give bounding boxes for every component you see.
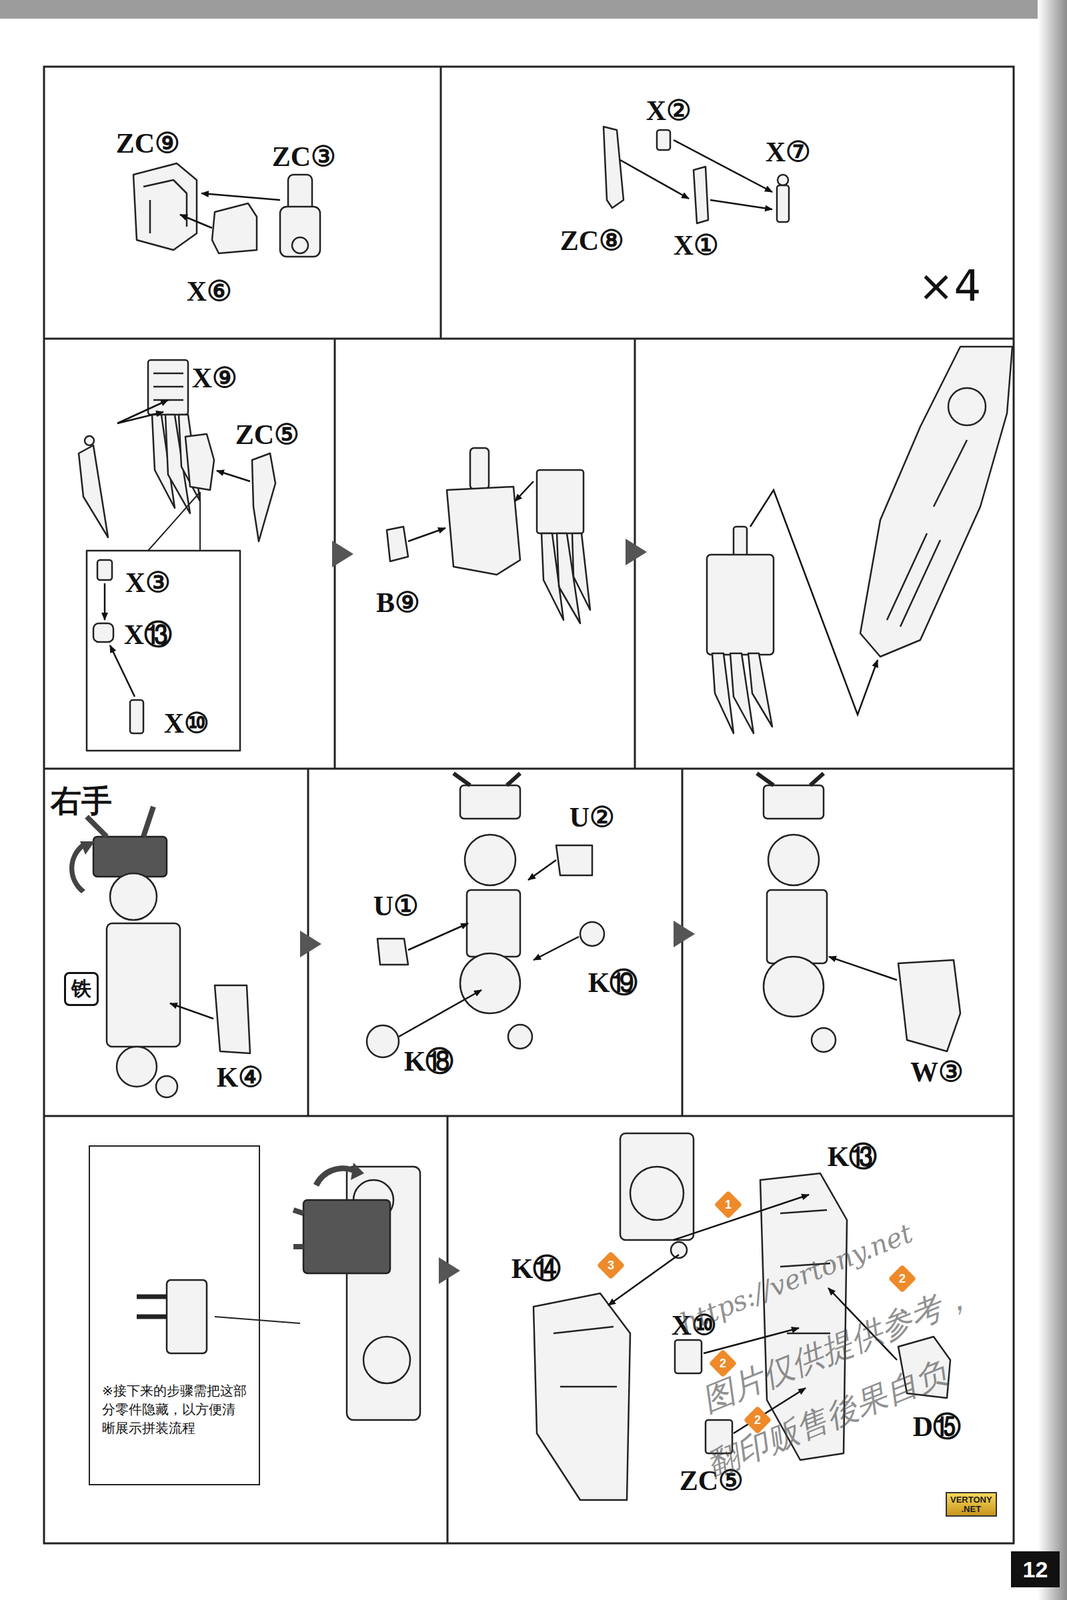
part-label: B⑨ [376,586,421,619]
arm-drawing [86,773,961,1501]
part-label: K⑲ [588,964,639,1002]
part-label: K④ [216,1060,265,1094]
part-label: X② [646,94,692,127]
material-tag: 铁 [64,972,99,1007]
part-label: U② [569,800,615,834]
part-label: X③ [125,566,171,599]
logo-badge: VERTONY.NET [945,1492,997,1518]
step-triangle [300,538,695,1285]
callout-number: 3 [607,1259,615,1274]
part-label: X⑥ [186,274,233,308]
quantity-mark: ×4 [918,261,981,311]
part-label: K⑱ [404,1042,455,1081]
part-label: ZC⑧ [560,224,625,257]
panel-frame [44,66,1014,1544]
part-label: K⑭ [511,1250,562,1288]
callout-number: 1 [724,1198,732,1213]
part-label: ZC⑤ [235,418,300,451]
part-label: D⑮ [912,1408,961,1446]
box-text: VERTONY [950,1495,993,1506]
part-label: ZC③ [272,140,337,173]
box-text: .NET [950,1505,993,1515]
leader-line [148,492,301,1324]
part-label: X⑬ [124,616,173,654]
part-label: X⑨ [192,361,238,395]
callout-number: 2 [719,1357,727,1372]
box-text: 铁 [71,975,92,1003]
section-heading: 右手 [50,780,113,823]
part-label: K⑬ [827,1138,878,1176]
part-label: X① [673,228,719,262]
parts-drawing [78,126,1013,751]
assembly-arrow [104,140,897,1434]
rotate-arrow [69,841,365,1188]
page-number: 12 [1010,1551,1060,1588]
box-text: 12 [1010,1551,1060,1588]
callout-number: 2 [898,1272,906,1287]
note-box: ※接下来的步骤需把这部分零件隐藏，以方便清晰展示拼装流程 [88,1145,261,1486]
part-label: W③ [910,1055,964,1089]
part-label: ZC⑨ [116,126,181,160]
part-label: X⑦ [765,135,811,169]
part-label: U① [373,889,419,923]
part-label: X⑩ [164,706,210,740]
note-text: ※接下来的步骤需把这部分零件隐藏，以方便清晰展示拼装流程 [90,1381,259,1438]
